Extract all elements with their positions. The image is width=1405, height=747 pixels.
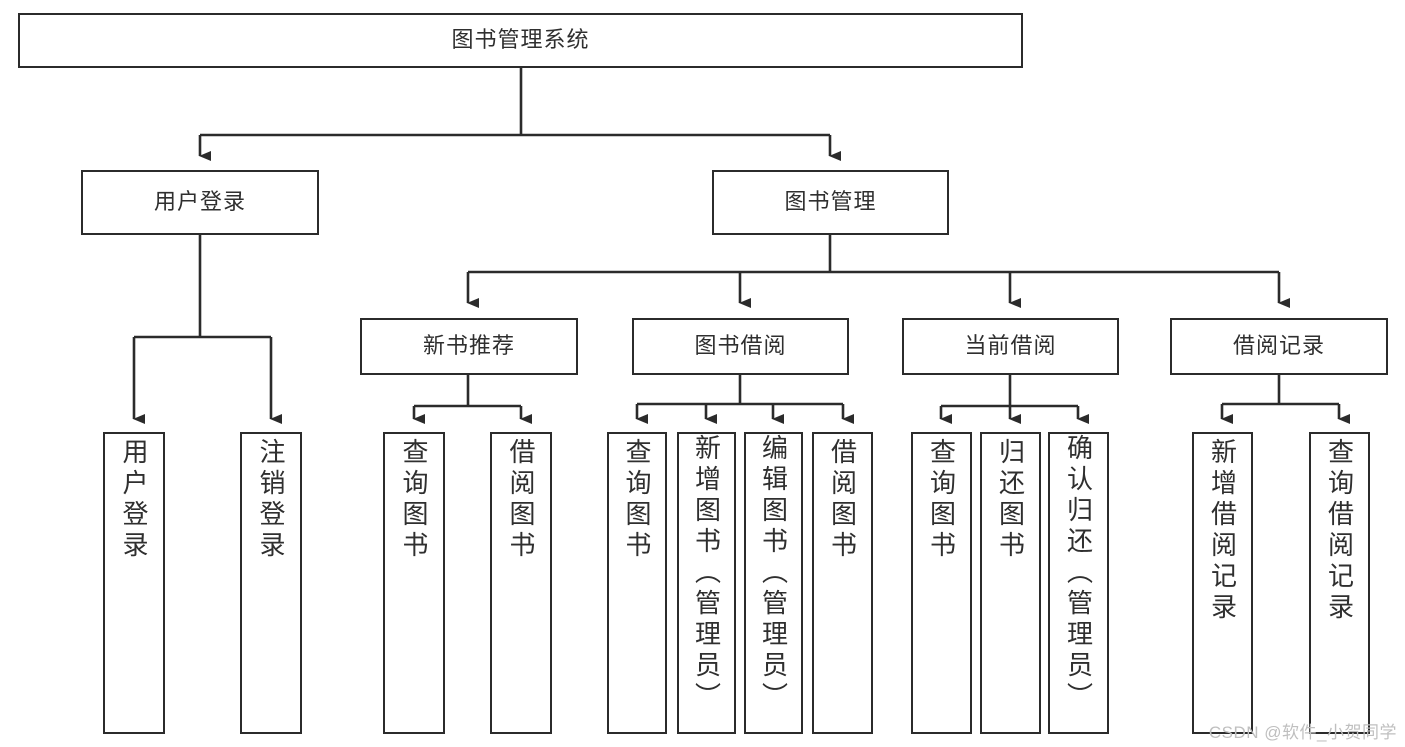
node-label: 图书借阅 <box>694 333 787 359</box>
leaf-label: 借阅图书 <box>506 438 536 562</box>
leaf-label: 查询借阅记录 <box>1324 438 1355 624</box>
node-current-borrow[interactable]: 当前借阅 <box>902 318 1119 375</box>
leaf-label: 查询图书 <box>399 438 429 562</box>
node-label: 借阅记录 <box>1232 333 1325 359</box>
leaf-label: 借阅图书 <box>827 438 858 562</box>
node-label: 图书管理 <box>784 189 877 215</box>
leaf-record-add-record[interactable]: 新增借阅记录 <box>1192 432 1253 734</box>
leaf-label: 用户登录 <box>119 438 149 562</box>
leaf-borrow-edit-book-admin[interactable]: 编辑图书（管理员） <box>744 432 803 734</box>
leaf-user-login-logout[interactable]: 注销登录 <box>240 432 302 734</box>
node-user-login[interactable]: 用户登录 <box>81 170 319 235</box>
leaf-user-login-login[interactable]: 用户登录 <box>103 432 165 734</box>
node-label: 图书管理系统 <box>451 27 590 53</box>
leaf-borrow-add-book-admin[interactable]: 新增图书（管理员） <box>677 432 736 734</box>
leaf-label: 编辑图书（管理员） <box>758 434 789 713</box>
leaf-recommend-borrow-book[interactable]: 借阅图书 <box>490 432 552 734</box>
leaf-label: 新增图书（管理员） <box>691 434 722 713</box>
watermark: CSDN @软件_小贺同学 <box>1208 723 1397 742</box>
node-label: 用户登录 <box>153 189 246 215</box>
leaf-recommend-query-book[interactable]: 查询图书 <box>383 432 445 734</box>
leaf-label: 新增借阅记录 <box>1207 438 1238 624</box>
leaf-borrow-query-book[interactable]: 查询图书 <box>607 432 667 734</box>
leaf-borrow-borrow-book[interactable]: 借阅图书 <box>812 432 873 734</box>
node-root-system[interactable]: 图书管理系统 <box>18 13 1023 68</box>
leaf-current-query-book[interactable]: 查询图书 <box>911 432 972 734</box>
node-new-book-recommend[interactable]: 新书推荐 <box>360 318 578 375</box>
leaf-label: 确认归还（管理员） <box>1063 434 1094 713</box>
leaf-label: 归还图书 <box>995 438 1026 562</box>
leaf-current-confirm-return-admin[interactable]: 确认归还（管理员） <box>1048 432 1109 734</box>
node-borrow-record[interactable]: 借阅记录 <box>1170 318 1388 375</box>
leaf-label: 查询图书 <box>622 438 652 562</box>
node-book-management[interactable]: 图书管理 <box>712 170 949 235</box>
leaf-label: 查询图书 <box>926 438 957 562</box>
node-label: 新书推荐 <box>422 333 515 359</box>
node-label: 当前借阅 <box>964 333 1057 359</box>
leaf-label: 注销登录 <box>256 438 286 562</box>
leaf-current-return-book[interactable]: 归还图书 <box>980 432 1041 734</box>
node-book-borrow[interactable]: 图书借阅 <box>632 318 849 375</box>
leaf-record-query-record[interactable]: 查询借阅记录 <box>1309 432 1370 734</box>
